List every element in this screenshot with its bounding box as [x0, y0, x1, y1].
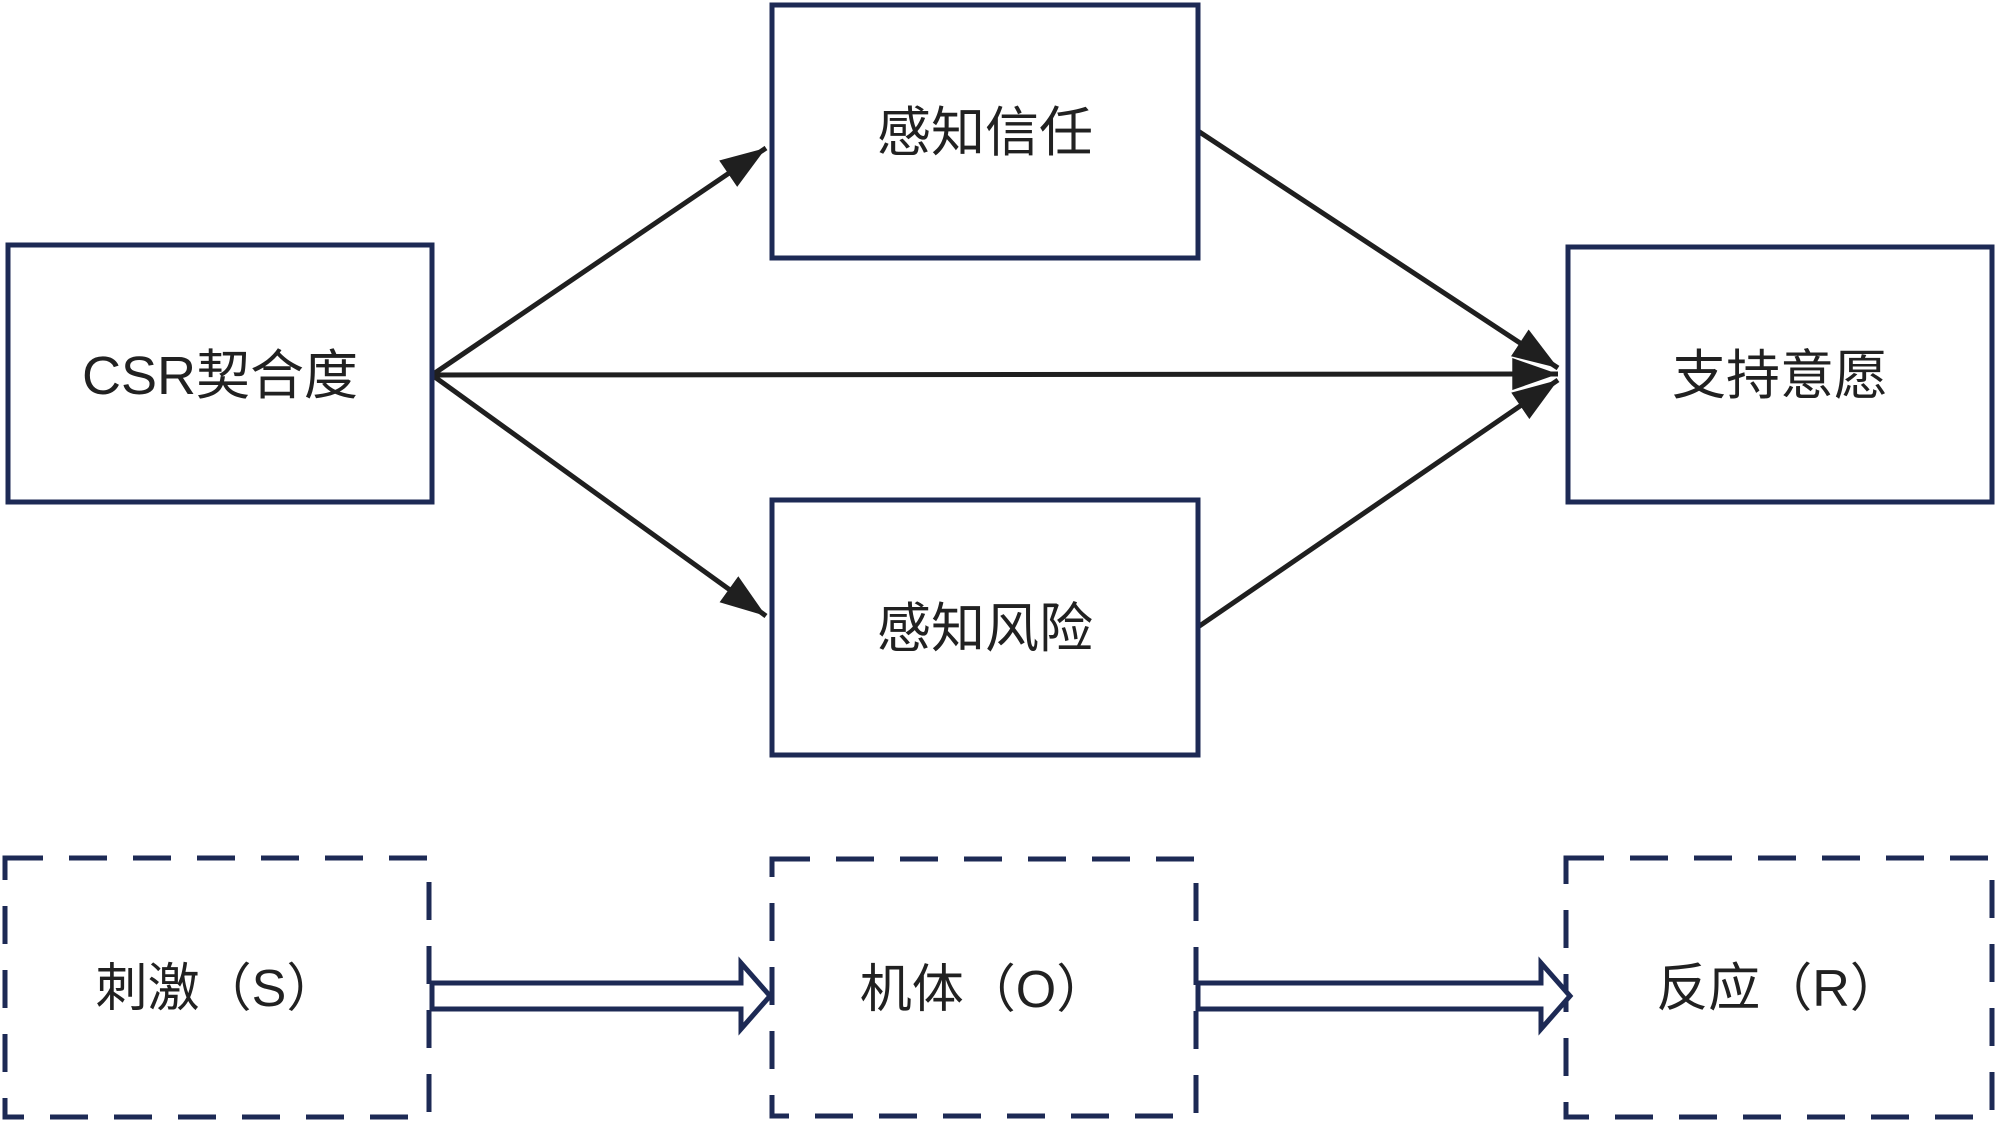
support-intention-box: [1565, 244, 1995, 505]
support-intention-label: 支持意愿: [1672, 346, 1888, 406]
stimulus-box: [2, 855, 432, 1120]
arrow-trust-to-support-icon: [1196, 128, 1560, 371]
block-arrow-stimulus-to-organism-icon: [429, 956, 774, 1036]
sor-boxes-group: [2, 855, 1995, 1120]
sor-arrows-group: [429, 956, 1574, 1036]
response-box: [1563, 855, 1995, 1120]
model-arrows-group: [430, 128, 1560, 630]
perceived-risk-label: 感知风险: [877, 599, 1093, 659]
perceived-risk-box: [769, 497, 1201, 758]
block-arrow-organism-to-response-icon: [1195, 956, 1574, 1036]
stimulus-label: 刺激（S）: [96, 960, 339, 1018]
organism-box: [769, 856, 1199, 1119]
arrow-csr-to-trust-icon: [430, 145, 768, 378]
perceived-trust-label: 感知信任: [877, 103, 1093, 163]
organism-label: 机体（O）: [860, 961, 1108, 1019]
arrow-csr-to-risk-icon: [430, 372, 768, 619]
response-label: 反应（R）: [1656, 960, 1902, 1018]
arrow-risk-to-support-icon: [1196, 377, 1560, 630]
csr-fit-box: [5, 242, 435, 505]
model-boxes-group: [5, 2, 1995, 758]
perceived-trust-box: [769, 2, 1201, 261]
csr-fit-label: CSR契合度: [82, 346, 358, 406]
labels-group: CSR契合度 感知信任 感知风险 支持意愿 刺激（S） 机体（O） 反应（R）: [82, 103, 1902, 1019]
arrow-csr-to-support-icon: [431, 358, 1559, 391]
